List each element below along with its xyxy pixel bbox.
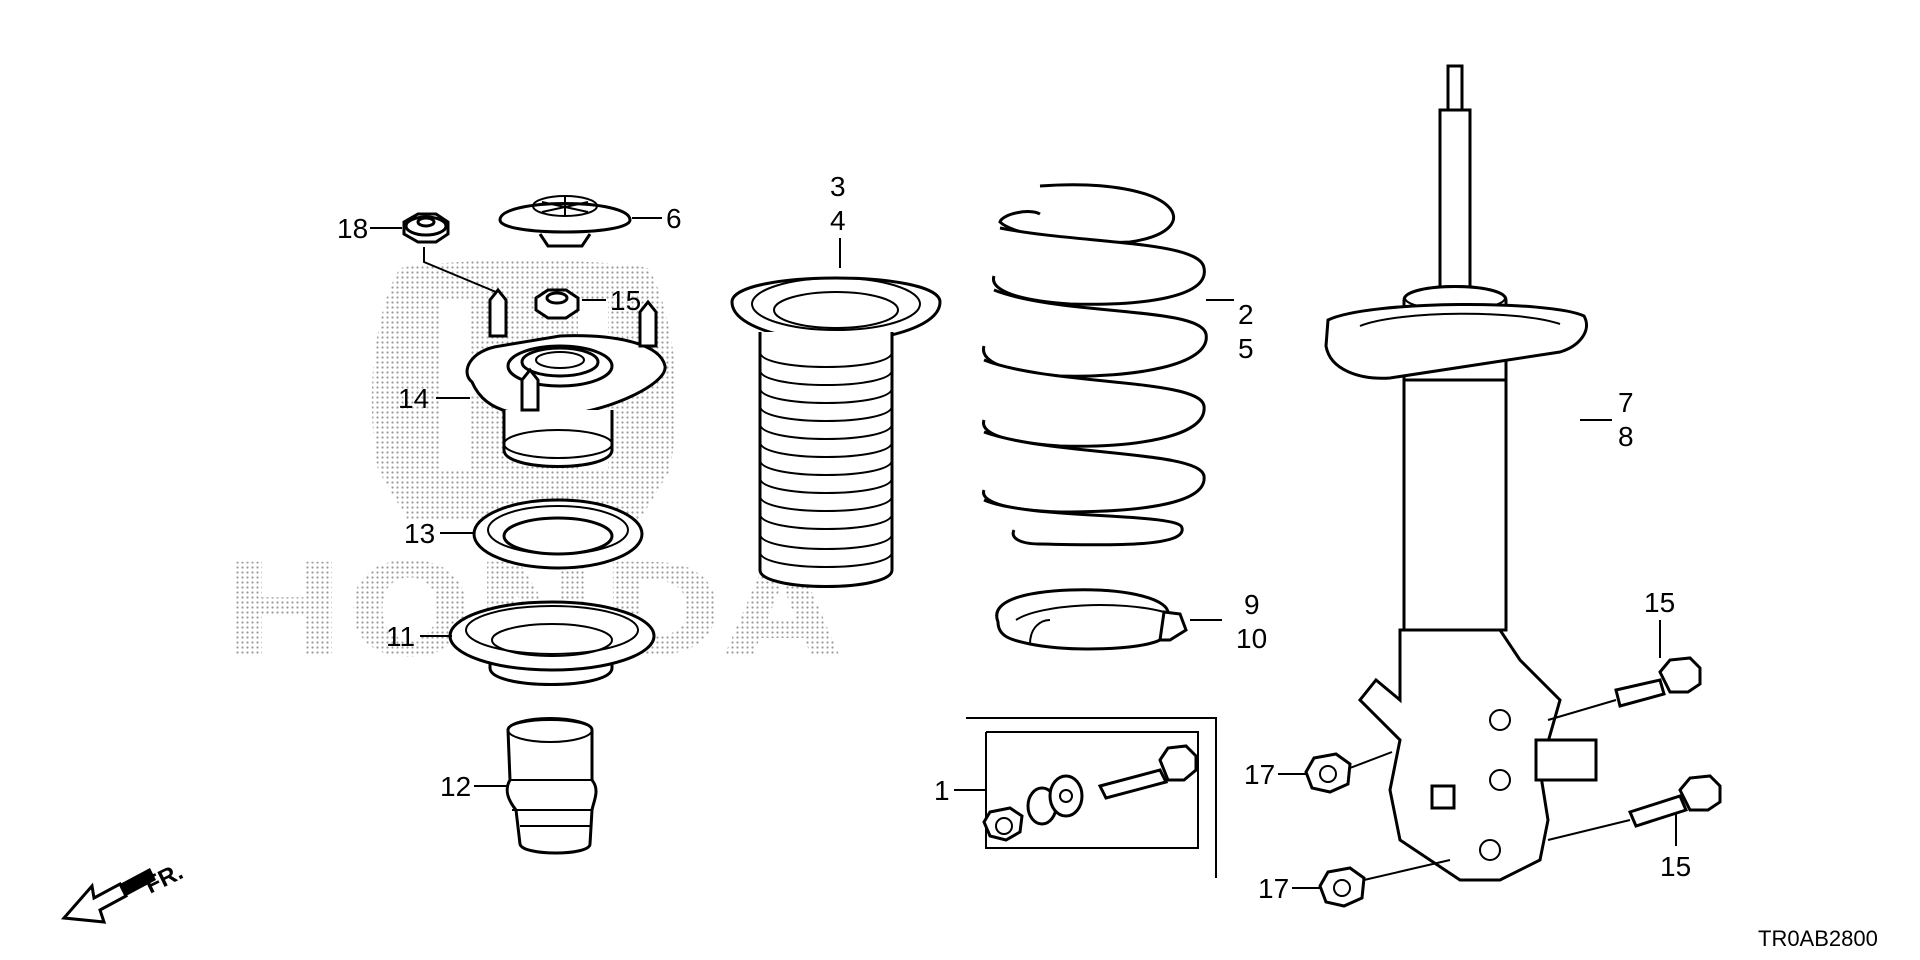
- callout-16: 15: [610, 285, 641, 316]
- part-12-bump-stop[interactable]: [505, 717, 598, 855]
- callout-9: 9: [1244, 589, 1260, 620]
- callout-17-lower: 17: [1258, 873, 1289, 904]
- callout-10: 10: [1236, 623, 1267, 654]
- part-2-5-coil-spring[interactable]: [982, 183, 1208, 547]
- part-1-bolt-kit[interactable]: [966, 717, 1217, 878]
- callout-15-lower: 15: [1660, 851, 1691, 882]
- callout-8: 8: [1618, 421, 1634, 452]
- fr-arrow-icon: [60, 881, 128, 924]
- fr-arrow-body: [120, 868, 156, 896]
- callout-11: 11: [386, 621, 415, 652]
- front-direction-arrow: FR.: [60, 858, 188, 924]
- fr-label: FR.: [141, 858, 188, 899]
- part-14-upper-mount[interactable]: [465, 287, 667, 468]
- callout-13: 13: [404, 518, 435, 549]
- leader-bolt-upper-to-knuckle: [1547, 699, 1617, 721]
- callout-3: 3: [830, 171, 846, 202]
- diagram-code: TR0AB2800: [1758, 926, 1878, 951]
- callout-6: 6: [666, 203, 682, 234]
- callout-17-upper: 17: [1244, 759, 1275, 790]
- part-6-cap[interactable]: [498, 195, 632, 248]
- callout-14: 14: [398, 383, 429, 414]
- part-18-flange-nut[interactable]: [402, 212, 450, 244]
- callout-7: 7: [1618, 387, 1634, 418]
- part-16-flange-nut[interactable]: [534, 288, 580, 320]
- callout-1: 1: [934, 775, 950, 806]
- part-17-nut-upper[interactable]: [1304, 752, 1352, 794]
- part-13-bearing[interactable]: [472, 498, 644, 570]
- part-9-10-spring-rubber[interactable]: [995, 588, 1188, 651]
- callout-18: 18: [337, 213, 368, 244]
- callout-4: 4: [830, 205, 846, 236]
- callout-15-upper: 15: [1644, 587, 1675, 618]
- leader-nut-lower-to-knuckle: [1363, 859, 1451, 881]
- callout-5: 5: [1238, 333, 1254, 364]
- part-11-spring-seat[interactable]: [448, 600, 656, 686]
- part-3-4-dust-boot[interactable]: [730, 276, 942, 588]
- callout-2: 2: [1238, 299, 1254, 330]
- callout-12: 12: [440, 771, 471, 802]
- part-15-bolt-lower[interactable]: [1627, 774, 1722, 828]
- part-15-bolt-upper[interactable]: [1614, 656, 1702, 708]
- part-17-nut-lower[interactable]: [1318, 866, 1366, 908]
- leader-nut-upper-to-knuckle: [1349, 751, 1393, 769]
- part-7-8-shock-absorber[interactable]: [1324, 64, 1598, 882]
- leader-bolt-lower-to-knuckle: [1547, 819, 1631, 841]
